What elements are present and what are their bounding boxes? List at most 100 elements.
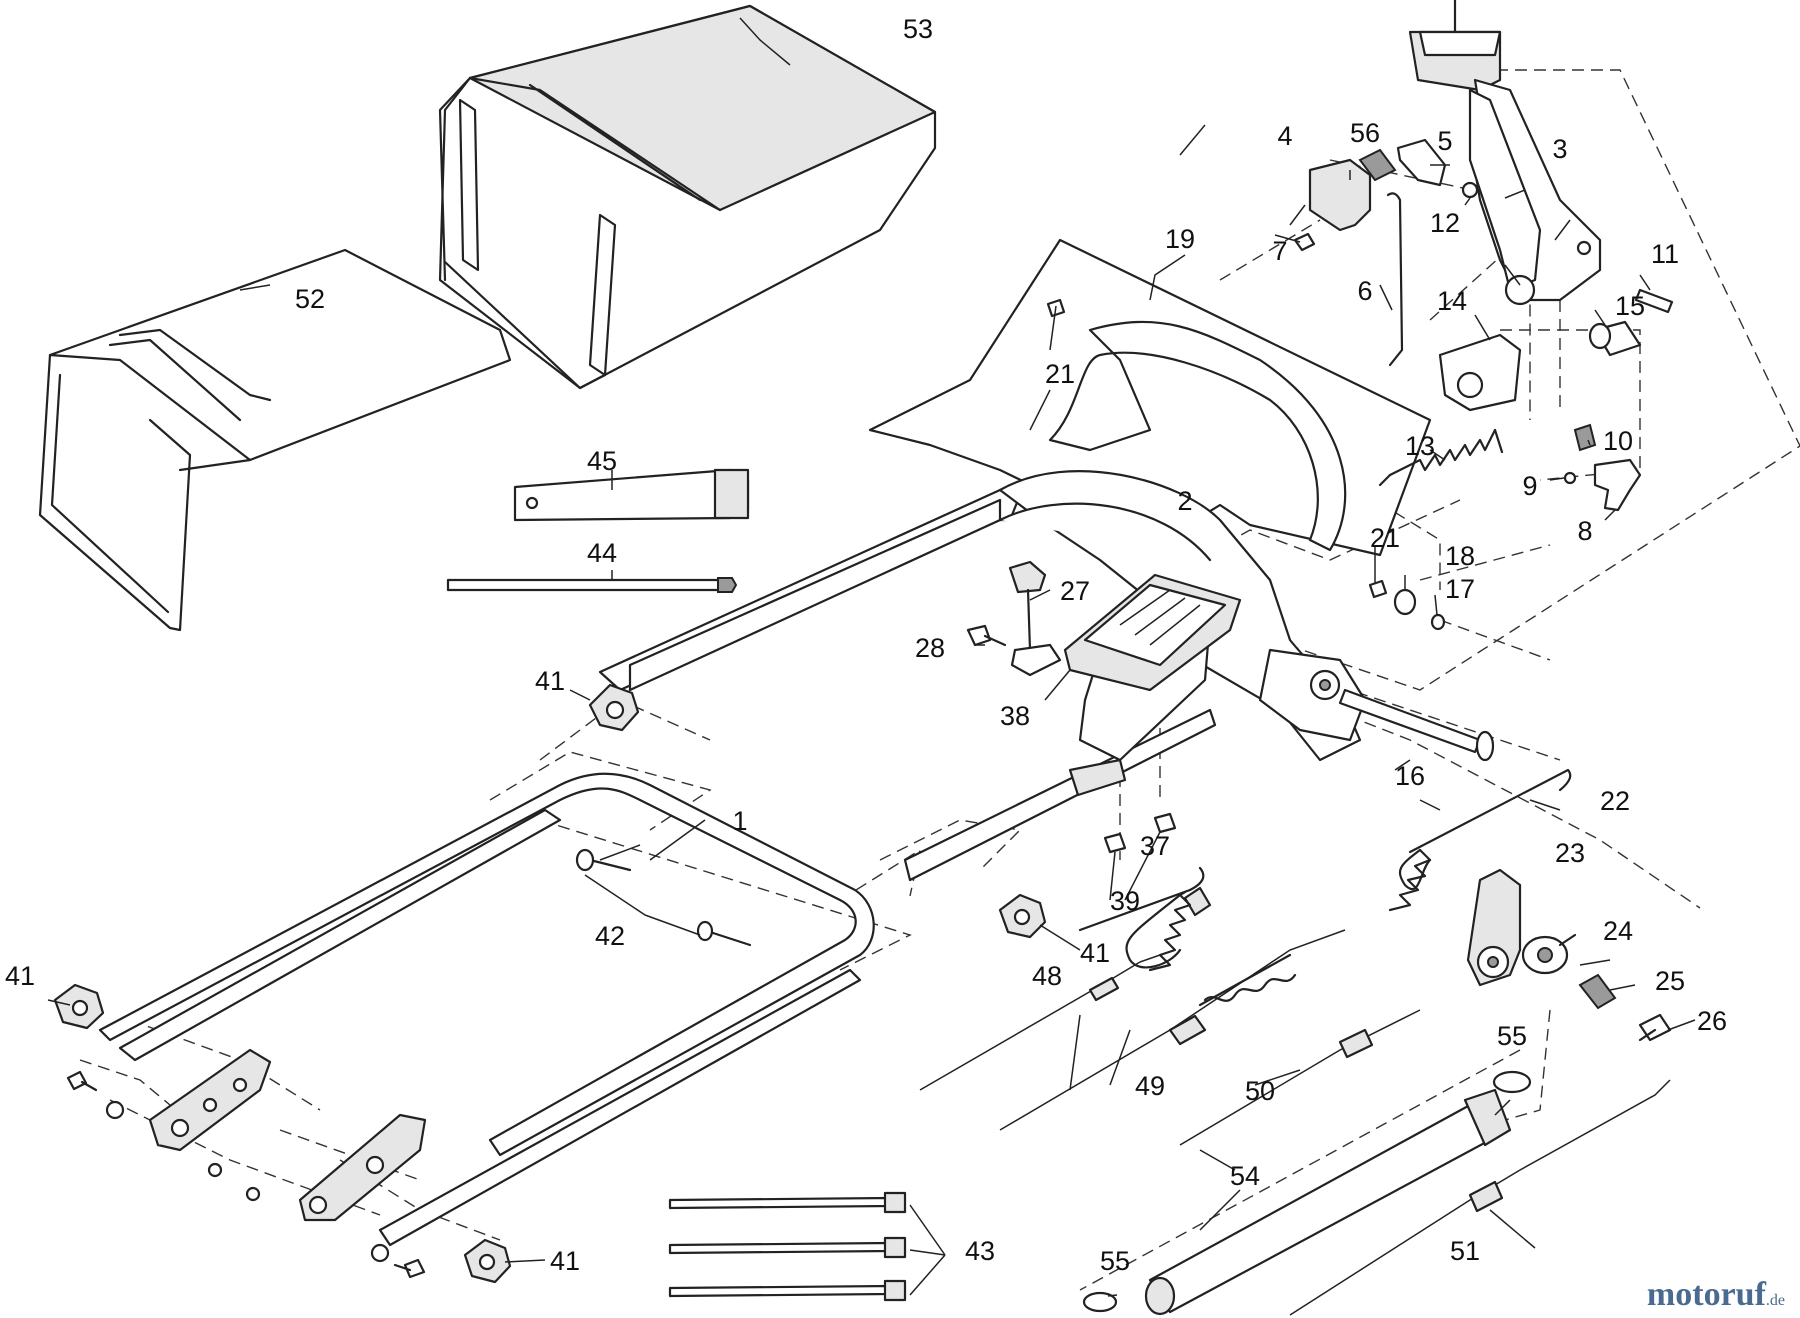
- part-8-latch: [1593, 458, 1642, 512]
- callout-50: 50: [1245, 1076, 1275, 1106]
- callout-55a: 55: [1497, 1021, 1527, 1051]
- callout-51: 51: [1450, 1236, 1480, 1266]
- callout-41c: 41: [1080, 938, 1110, 968]
- part-5-plate: [1396, 138, 1447, 187]
- part-17-clip: [1430, 613, 1446, 631]
- part-11-pin: [1634, 288, 1674, 314]
- part-bracket-hardware: [66, 1070, 426, 1279]
- leader-lines: [47, 17, 1696, 1297]
- part-52-bag-frame: [38, 248, 512, 632]
- part-55-clamp-b: [1082, 1291, 1118, 1313]
- callout-17: 17: [1445, 574, 1475, 604]
- callout-4: 4: [1277, 121, 1292, 151]
- part-43-cable-ties: [668, 1191, 907, 1302]
- part-44-rod: [446, 577, 738, 593]
- part-15-bushing: [1588, 320, 1642, 357]
- watermark-logo: motoruf.de: [1647, 1276, 1785, 1313]
- part-7-screw: [1293, 232, 1316, 252]
- callout-14: 14: [1437, 286, 1467, 316]
- part-51-cable: [1289, 1079, 1671, 1316]
- callout-42: 42: [595, 921, 625, 951]
- callout-15: 15: [1615, 291, 1645, 321]
- callout-22: 22: [1600, 786, 1630, 816]
- part-16-bolt: [1338, 688, 1495, 762]
- part-10-spring: [1573, 423, 1597, 452]
- callout-10: 10: [1603, 426, 1633, 456]
- part-handle-bracket-left: [148, 1048, 272, 1152]
- part-45-wrench: [513, 468, 750, 522]
- part-41-knob-a: [588, 683, 640, 732]
- svg-text:motoruf.de: motoruf.de: [1647, 1276, 1785, 1313]
- callout-24: 24: [1603, 916, 1633, 946]
- part-55-clamp-a: [1492, 1070, 1532, 1094]
- part-4-cover: [1308, 158, 1372, 232]
- part-56-decal: [1358, 148, 1397, 182]
- part-3-bail: [1408, 0, 1602, 306]
- callout-5: 5: [1437, 126, 1452, 156]
- part-13-spring: [1378, 428, 1504, 487]
- callout-18: 18: [1445, 541, 1475, 571]
- part-24-cam: [1521, 933, 1577, 975]
- part-27-lever: [1008, 560, 1062, 677]
- callout-26: 26: [1697, 1006, 1727, 1036]
- callout-54: 54: [1230, 1161, 1260, 1191]
- part-14-bracket: [1438, 333, 1522, 412]
- part-9-washer: [1563, 471, 1577, 485]
- part-49-cable: [999, 929, 1346, 1131]
- callout-12: 12: [1430, 208, 1460, 238]
- callout-41d: 41: [550, 1246, 580, 1276]
- part-23-lever: [1466, 868, 1522, 987]
- callout-2: 2: [1177, 486, 1192, 516]
- part-handle-bracket-right: [298, 1113, 427, 1222]
- part-53-grass-bag: [438, 4, 937, 390]
- callout-41a: 41: [535, 666, 565, 696]
- callout-21b: 21: [1370, 523, 1400, 553]
- callout-28: 28: [915, 633, 945, 663]
- part-41-knob-d: [463, 1238, 512, 1284]
- callout-52: 52: [295, 284, 325, 314]
- part-6-rod: [1386, 192, 1404, 367]
- watermark-suffix: .de: [1766, 1292, 1785, 1309]
- callout-1: 1: [732, 806, 747, 836]
- callout-16: 16: [1395, 761, 1425, 791]
- callout-44: 44: [587, 538, 617, 568]
- callout-19: 19: [1165, 224, 1195, 254]
- part-18-washer: [1393, 588, 1417, 616]
- callout-11: 11: [1651, 239, 1679, 269]
- part-39-bolts: [1103, 812, 1177, 854]
- part-48-cable: [919, 954, 1161, 1091]
- part-25-spring: [1578, 973, 1617, 1010]
- callout-39: 39: [1110, 886, 1140, 916]
- callout-48: 48: [1032, 961, 1062, 991]
- callout-41b: 41: [5, 961, 35, 991]
- callout-8: 8: [1577, 516, 1592, 546]
- callout-49: 49: [1135, 1071, 1165, 1101]
- watermark-brand: motoruf: [1647, 1276, 1767, 1313]
- part-26-bolt: [1638, 1013, 1672, 1042]
- callout-23: 23: [1555, 838, 1585, 868]
- callout-3: 3: [1552, 134, 1567, 164]
- part-22-spring: [1388, 768, 1572, 912]
- callout-7: 7: [1272, 236, 1287, 266]
- part-50-cable: [1179, 1009, 1421, 1146]
- callout-55b: 55: [1100, 1246, 1130, 1276]
- callout-53: 53: [903, 14, 933, 44]
- callout-21a: 21: [1045, 359, 1075, 389]
- part-38-control-bracket: [1063, 573, 1242, 692]
- part-42-pins: [575, 848, 752, 947]
- callout-38: 38: [1000, 701, 1030, 731]
- part-54-sleeve: [1144, 1088, 1512, 1316]
- callout-9: 9: [1522, 471, 1537, 501]
- part-41-knob-b: [53, 983, 105, 1030]
- part-12-washer: [1461, 181, 1479, 199]
- part-37-spring: [1078, 866, 1212, 972]
- callout-27: 27: [1060, 576, 1090, 606]
- callout-25: 25: [1655, 966, 1685, 996]
- callout-56: 56: [1350, 118, 1380, 148]
- part-1-lower-handle: [98, 772, 875, 1247]
- callout-45: 45: [587, 446, 617, 476]
- callout-37: 37: [1140, 831, 1170, 861]
- callout-13: 13: [1405, 431, 1435, 461]
- part-41-knob-c: [998, 893, 1047, 939]
